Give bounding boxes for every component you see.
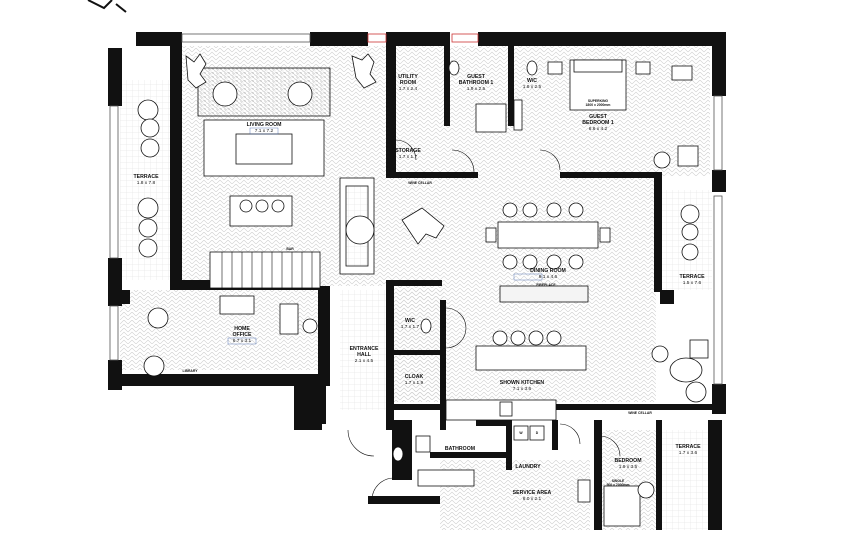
room-dims-wic: 1.8 x 2.5 <box>523 84 542 90</box>
dryer-label: D <box>536 431 539 435</box>
room-labels: LIVING ROOM 7.1 x 7.2 UTILITY ROOM 1.7 x… <box>133 74 705 502</box>
svg-text:BEDROOM 1: BEDROOM 1 <box>582 120 614 126</box>
piano <box>401 207 445 245</box>
dims-boxes <box>227 127 543 345</box>
door-swings <box>347 139 621 501</box>
room-dims-guest-bed: 6.6 x 4.2 <box>589 126 608 132</box>
plant-icon <box>351 53 377 89</box>
room-label-terrace-e: TERRACE <box>679 274 705 280</box>
single-label: SINGLE <box>612 479 625 483</box>
room-label-dining: DINING ROOM <box>530 268 566 274</box>
room-label-cloak: CLOAK <box>405 374 424 380</box>
room-label-living: LIVING ROOM <box>247 122 282 128</box>
superking-label: SUPERKING <box>588 99 609 103</box>
room-label-bedroom: BEDROOM <box>614 458 641 464</box>
room-dims-kitchen: 7.1 x 3.6 <box>513 386 532 392</box>
room-label-guest-bath: GUEST <box>467 74 486 80</box>
single-size: 900 x 2000mm <box>607 483 630 487</box>
fireplace <box>499 285 589 303</box>
room-label-wc2: W/C <box>405 318 415 324</box>
wine-cellar-label: WINE CELLAR <box>408 181 432 185</box>
room-label-kitchen: SHOWN KITCHEN <box>500 380 545 386</box>
room-dims-bathroom: 3.4 x 1.6 <box>451 452 470 458</box>
armchair <box>212 81 238 107</box>
annotations: WINE CELLAR WINE CELLAR WINE CELLAR BAR … <box>183 99 653 487</box>
room-dims-living: 7.1 x 7.2 <box>255 128 274 134</box>
room-label-home-office: HOME <box>234 326 250 332</box>
room-dims-cloak: 1.7 x 1.9 <box>405 380 424 386</box>
room-dims-bedroom: 1.9 x 3.5 <box>619 464 638 470</box>
room-label-guest-bed: GUEST <box>589 114 608 120</box>
room-label-terrace-se: TERRACE <box>675 444 701 450</box>
room-dims-terrace-e: 1.5 x 7.6 <box>683 280 702 286</box>
room-dims-wc2: 1.7 x 1.7 <box>401 324 420 330</box>
room-label-entrance: ENTRANCE <box>350 346 379 352</box>
svg-text:ROOM: ROOM <box>400 80 416 86</box>
bar-label: BAR <box>286 247 294 251</box>
room-label-terrace-w: TERRACE <box>133 174 159 180</box>
wine-cellar-label: WINE CELLAR <box>402 281 426 285</box>
room-label-utility: UTILITY <box>398 74 418 80</box>
room-dims-dining: 9.1 x 4.6 <box>539 274 558 280</box>
room-dims-terrace-w: 1.8 x 7.8 <box>137 180 156 186</box>
room-label-storage: STORAGE <box>395 148 421 154</box>
room-label-bathroom: BATHROOM <box>445 446 475 452</box>
stairs <box>209 251 321 289</box>
room-dims-service: 6.0 x 2.1 <box>523 496 542 502</box>
svg-text:BATHROOM 1: BATHROOM 1 <box>459 80 494 86</box>
windows <box>109 33 723 385</box>
svg-text:OFFICE: OFFICE <box>232 332 252 338</box>
svg-text:HALL: HALL <box>357 352 372 358</box>
room-dims-terrace-se: 1.7 x 3.6 <box>679 450 698 456</box>
dining-table <box>497 221 599 249</box>
room-dims-guest-bath: 1.9 x 2.5 <box>467 86 486 92</box>
plant-icon <box>185 53 207 89</box>
library-label: LIBRARY <box>183 369 199 373</box>
room-dims-utility: 1.7 x 2.4 <box>399 86 418 92</box>
kitchen-island <box>475 345 587 371</box>
room-dims-entrance: 2.1 x 4.5 <box>355 358 374 364</box>
washer-label: W <box>519 431 523 435</box>
fireplace-label: FIREPLACE <box>536 283 556 287</box>
logo-fragment <box>87 0 127 13</box>
superking-size: 1800 x 2000mm <box>586 103 611 107</box>
room-label-laundry: LAUNDRY <box>515 464 541 470</box>
armchair <box>287 81 313 107</box>
room-label-service: SERVICE AREA <box>513 490 552 496</box>
wine-cellar-label: WINE CELLAR <box>628 411 652 415</box>
room-dims-storage: 1.7 x 1.7 <box>399 154 418 160</box>
furniture <box>137 53 709 527</box>
room-label-wic: W/C <box>527 78 537 84</box>
room-dims-home-office: 6.7 x 3.1 <box>233 338 252 344</box>
